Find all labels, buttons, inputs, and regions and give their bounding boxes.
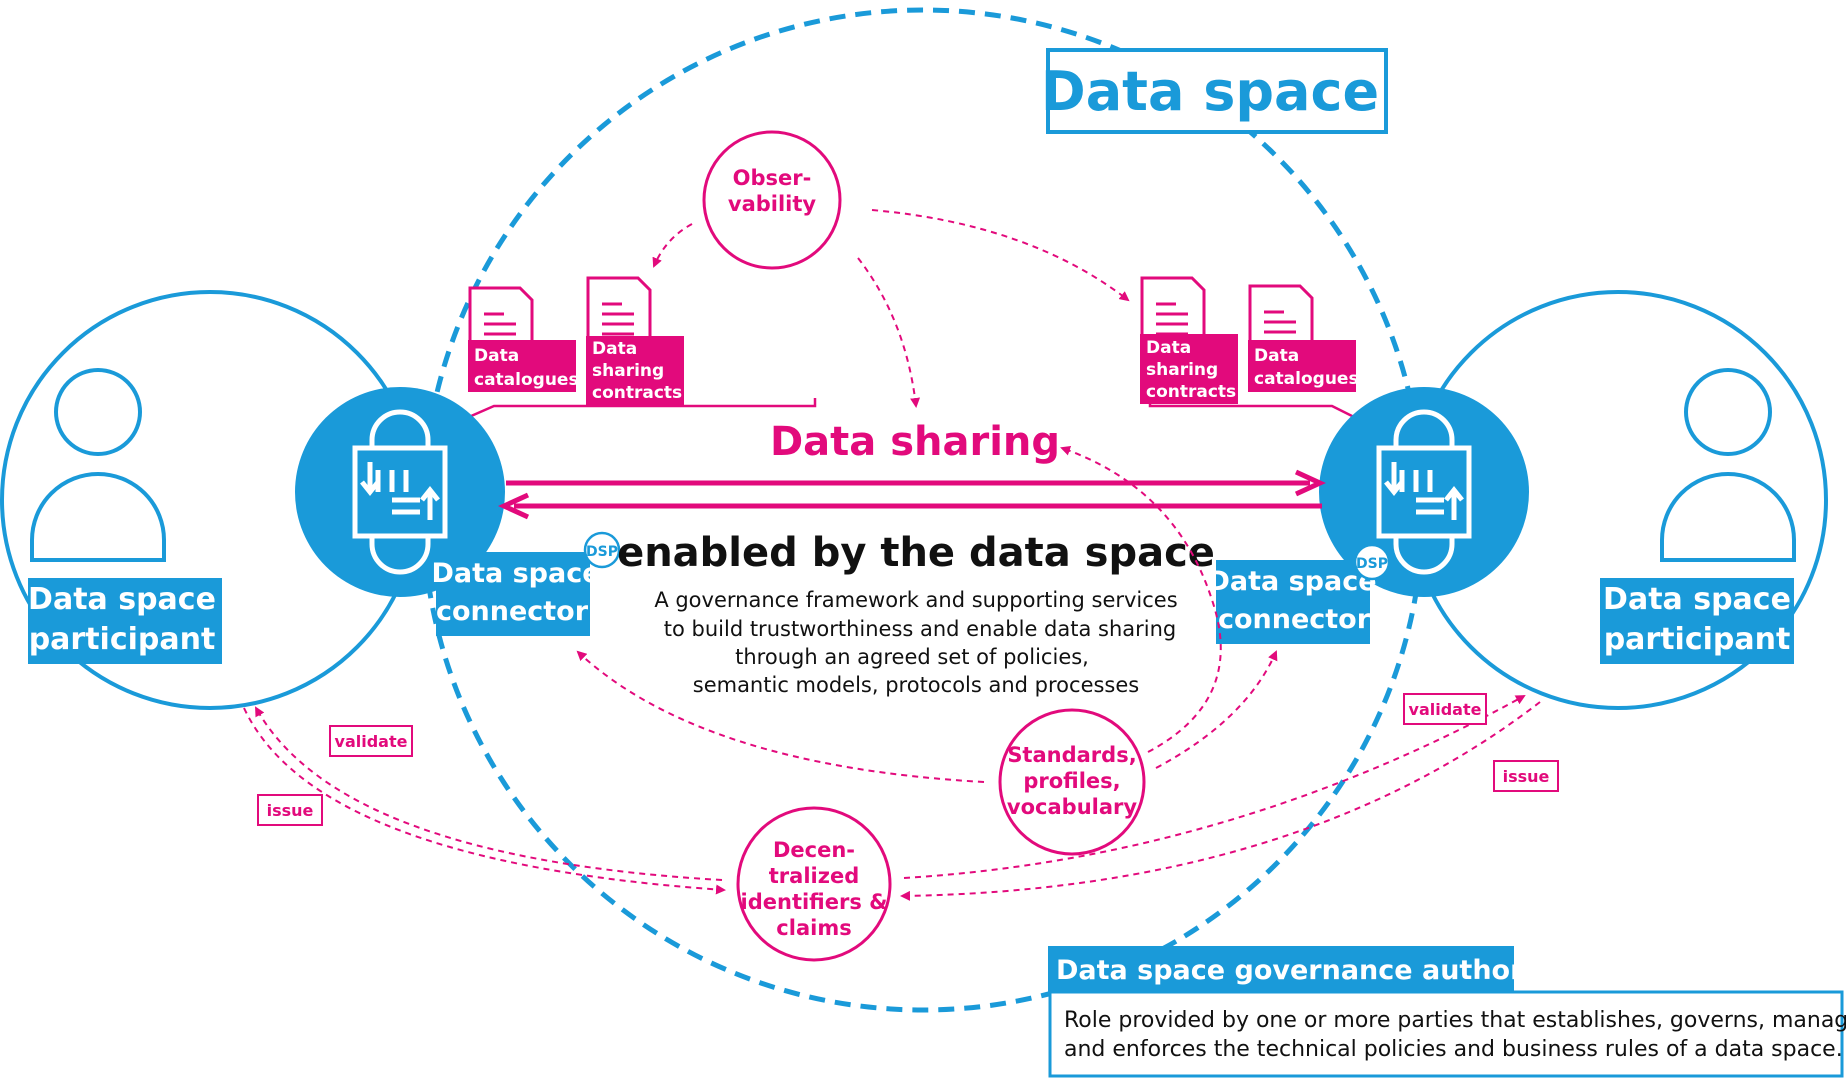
data-space-boundary bbox=[420, 7, 1426, 1013]
tag-issue-right: issue bbox=[1493, 760, 1559, 792]
doc-right-contracts-line2: sharing bbox=[1146, 360, 1218, 380]
connector-right-line2: connector bbox=[1218, 604, 1371, 635]
participant-right-label: Data space participant bbox=[1600, 578, 1794, 664]
standards-line3: vocabulary bbox=[1007, 795, 1137, 819]
tag-validate-right: validate bbox=[1403, 693, 1487, 725]
dsp-badge-right bbox=[1353, 543, 1391, 581]
person-icon bbox=[1660, 368, 1796, 562]
authority-desc-line2: and enforces the technical policies and … bbox=[1064, 1037, 1843, 1062]
connector-left-line2: connector bbox=[436, 596, 589, 627]
enabled-desc-line3: through an agreed set of policies, bbox=[735, 645, 1089, 669]
observability-node: Obser- vability bbox=[702, 130, 842, 270]
data-sharing-title: Data sharing bbox=[770, 419, 1060, 465]
document-icon: Data catalogues bbox=[1248, 284, 1359, 392]
connector-left-label: Data space connector DSP bbox=[431, 531, 621, 636]
tag-validate-left: validate bbox=[329, 725, 413, 757]
connector-right-label: Data space connector DSP bbox=[1207, 543, 1391, 644]
doc-left-contracts-line2: sharing bbox=[592, 361, 664, 381]
connector-left bbox=[295, 387, 505, 597]
document-icon: Data catalogues bbox=[468, 286, 579, 392]
tag-issue-right-text: issue bbox=[1503, 767, 1550, 786]
authority-title: Data space governance authority bbox=[1056, 955, 1564, 986]
doc-left-contracts-line1: Data bbox=[592, 339, 637, 359]
data-sharing-arrows bbox=[497, 469, 1327, 520]
identifiers-line1: Decen- bbox=[773, 838, 855, 862]
connector-lock-icon bbox=[352, 409, 448, 575]
doc-right-catalogues-line2: catalogues bbox=[1254, 369, 1359, 389]
identifiers-line3: identifiers & bbox=[741, 890, 888, 914]
enabled-heading: enabled by the data space bbox=[617, 530, 1215, 576]
doc-right-catalogues-line1: Data bbox=[1254, 346, 1299, 366]
participant-left-label: Data space participant bbox=[28, 578, 222, 664]
standards-node: Standards, profiles, vocabulary bbox=[998, 708, 1146, 856]
doc-left-catalogues-line2: catalogues bbox=[474, 370, 579, 390]
participant-right-line1: Data space bbox=[1603, 582, 1791, 617]
authority-desc-line1: Role provided by one or more parties tha… bbox=[1064, 1008, 1846, 1033]
tag-validate-right-text: validate bbox=[1409, 700, 1482, 719]
doc-left-catalogues-line1: Data bbox=[474, 346, 519, 366]
enabled-desc-line2: to build trustworthiness and enable data… bbox=[664, 617, 1177, 641]
standards-line1: Standards, bbox=[1007, 743, 1136, 767]
identifiers-line2: tralized bbox=[769, 864, 859, 888]
enabled-desc-line1: A governance framework and supporting se… bbox=[654, 588, 1177, 612]
dsp-badge-left bbox=[583, 531, 621, 569]
tag-issue-left-text: issue bbox=[267, 801, 314, 820]
dashed-arrows bbox=[243, 209, 1541, 901]
participant-left-line2: participant bbox=[29, 622, 216, 657]
observability-line2: vability bbox=[728, 192, 817, 216]
standards-line2: profiles, bbox=[1023, 769, 1120, 793]
connector-lock-icon bbox=[1376, 409, 1472, 575]
participant-right-line2: participant bbox=[1604, 622, 1791, 657]
identifiers-node: Decen- tralized identifiers & claims bbox=[736, 806, 892, 962]
connector-left-line1: Data space bbox=[431, 558, 600, 589]
tag-issue-left: issue bbox=[257, 794, 323, 826]
dsp-badge-left-text: DSP bbox=[586, 544, 618, 560]
identifiers-line4: claims bbox=[776, 916, 851, 940]
participant-left-line1: Data space bbox=[28, 582, 216, 617]
observability-line1: Obser- bbox=[733, 166, 812, 190]
data-space-title-box: Data space bbox=[1041, 48, 1388, 134]
doc-left-contracts-line3: contracts bbox=[592, 383, 682, 403]
enabled-desc-line4: semantic models, protocols and processes bbox=[693, 673, 1140, 697]
dsp-badge-right-text: DSP bbox=[1356, 556, 1388, 572]
governance-authority: Data space governance authority Role pro… bbox=[1048, 946, 1846, 1078]
connector-right-line1: Data space bbox=[1207, 566, 1376, 597]
document-icon: Data sharing contracts bbox=[586, 276, 684, 406]
document-icon: Data sharing contracts bbox=[1140, 276, 1238, 404]
doc-right-contracts-line3: contracts bbox=[1146, 382, 1236, 402]
doc-right-contracts-line1: Data bbox=[1146, 338, 1191, 358]
person-icon bbox=[30, 368, 166, 562]
tag-validate-left-text: validate bbox=[335, 732, 408, 751]
data-space-title: Data space bbox=[1041, 60, 1379, 123]
